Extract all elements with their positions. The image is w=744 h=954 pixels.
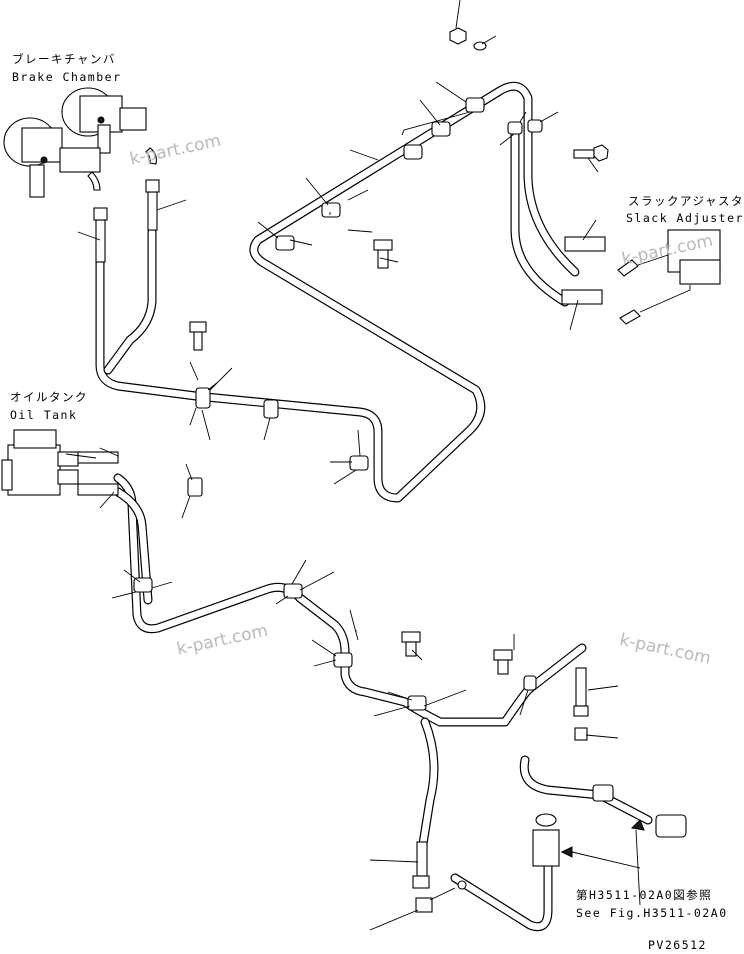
oil-tank-pipe — [113, 473, 587, 855]
see-figure-label-en: See Fig.H3511-02A0 — [576, 906, 728, 920]
brake-pipe-upper — [95, 81, 580, 503]
oil-tank-label-en: Oil Tank — [10, 408, 78, 422]
oil-tank — [1, 429, 119, 496]
slack-adjuster — [561, 229, 721, 325]
slack-adjuster-label-jp: スラックアジャスタ — [628, 194, 744, 208]
reference-arrows — [571, 819, 645, 906]
oil-tank-label-jp: オイルタンク — [10, 390, 88, 404]
brake-pipe-upper-b — [103, 125, 570, 375]
brake-chamber-label-jp: ブレーキチャンバ — [12, 52, 116, 66]
leader-lines — [65, 0, 619, 931]
lower-return-pipe — [450, 755, 653, 932]
brake-chamber-label-en: Brake Chamber — [12, 70, 122, 84]
slack-adjuster-label-en: Slack Adjuster — [626, 211, 744, 225]
see-figure-label-jp: 第H3511-02A0図参照 — [576, 888, 713, 902]
brake-chamber-assembly — [3, 87, 157, 198]
hose-fittings-upper-left — [93, 179, 160, 263]
lower-fittings — [412, 667, 687, 913]
part-code: PV26512 — [648, 938, 707, 952]
bolts-and-nuts — [189, 27, 609, 675]
pipe-clamps — [133, 97, 543, 711]
